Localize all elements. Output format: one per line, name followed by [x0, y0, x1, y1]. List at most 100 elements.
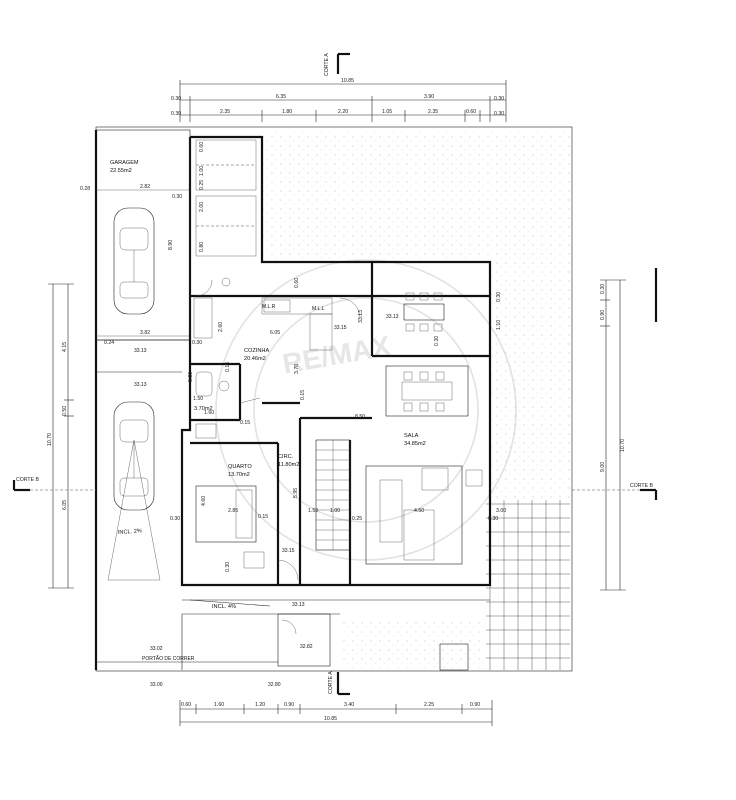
car-icon — [113, 401, 155, 511]
room-area: 22.55m2 — [110, 168, 132, 174]
level-mark: 33.15 — [334, 325, 347, 331]
storage-shelves — [195, 139, 257, 257]
dim-label: 0.30 — [188, 372, 194, 382]
dim-label: 0.30 — [172, 194, 182, 200]
dim-label: 0.30 — [171, 111, 181, 117]
dimension-top: 10.85 0.30 6.35 3.90 0.30 0.30 2.35 1.80… — [171, 78, 507, 122]
dim-label: 2.35 — [220, 109, 230, 115]
garden-area — [262, 130, 570, 262]
staircase — [315, 439, 351, 551]
washbasin-icon — [218, 380, 230, 392]
wc-fixtures — [195, 371, 230, 439]
dim-label: 0.30 — [170, 516, 180, 522]
slope-label: INCL. 2% — [118, 528, 142, 536]
section-marker-b: CORTE B — [12, 477, 96, 492]
dim-label: 0.90 — [470, 702, 480, 708]
dim-label: 9.00 — [600, 462, 606, 472]
dim-label: 0.30 — [434, 336, 440, 346]
room-labels: GARAGEM 22.55m2 COZINHA 20.46m2 SALA 34.… — [110, 160, 426, 478]
section-label: CORTE A — [328, 671, 334, 694]
room-name: SALA — [404, 433, 419, 439]
level-mark: 32.82 — [300, 644, 313, 650]
dim-label: 0.80 — [199, 242, 205, 252]
garage — [94, 129, 191, 670]
level-mark: 32.80 — [268, 682, 281, 688]
dim-label: 0.30 — [171, 96, 181, 102]
dining-table — [385, 365, 469, 417]
fireplace-icon — [465, 469, 483, 487]
garden-side — [490, 262, 570, 498]
level-mark: 33.02 — [150, 646, 163, 652]
dim-label: 2.20 — [338, 109, 348, 115]
dim-label: 0.60 — [466, 109, 476, 115]
dim-label: 0.15 — [240, 420, 250, 426]
dim-label: 0.60 — [181, 702, 191, 708]
dim-label: 2.85 — [228, 508, 238, 514]
level-mark: 33.13 — [292, 602, 305, 608]
dim-label: 4.60 — [201, 496, 207, 506]
dim-label: 1.00 — [199, 166, 205, 176]
dimension-left: 4.15 0.50 6.05 10.70 — [47, 283, 74, 589]
room-name: QUARTO — [228, 464, 252, 470]
dim-label: 0.30 — [192, 340, 202, 346]
dim-label: 0.15 — [300, 390, 306, 400]
dim-label: 3.40 — [344, 702, 354, 708]
section-marker-b: CORTE B — [572, 268, 658, 500]
section-label: CORTE A — [324, 53, 330, 76]
dim-label: 6.35 — [276, 94, 286, 100]
dim-label: 0.90 — [600, 310, 606, 320]
dim-label: 0.60 — [199, 142, 205, 152]
shower-icon — [195, 423, 217, 439]
dim-label: 1.10 — [496, 320, 502, 330]
door-swings — [195, 279, 361, 635]
entrance-area — [96, 599, 490, 671]
dim-label: 0.30 — [488, 516, 498, 522]
room-area: 13.70m2 — [228, 472, 250, 478]
room-area: 34.85m2 — [404, 441, 426, 447]
patio-tiles — [486, 500, 570, 670]
section-label: CORTE B — [630, 483, 654, 489]
dim-label: 0.90 — [284, 702, 294, 708]
dim-label: 10.70 — [620, 439, 626, 452]
dim-label: 10.70 — [47, 433, 53, 446]
dim-label: 5.95 — [293, 488, 299, 498]
bedroom-bed — [195, 485, 265, 569]
dim-label: 6.05 — [62, 500, 68, 510]
dim-label: 0.25 — [352, 516, 362, 522]
appliance-label: M.L.R — [262, 304, 276, 310]
dim-label: 2.00 — [199, 202, 205, 212]
dim-label: 10.85 — [324, 716, 337, 722]
dim-label: 1.80 — [282, 109, 292, 115]
dim-label: 4.15 — [62, 342, 68, 352]
sink-icon — [263, 299, 291, 313]
toilet-icon — [195, 371, 213, 397]
dim-label: 0.25 — [199, 180, 205, 190]
dim-label: 1.50 — [193, 396, 203, 402]
room-area: 3.70m2 — [194, 406, 213, 412]
dim-label: 10.85 — [341, 78, 354, 84]
dim-label: 33.13 — [358, 310, 364, 323]
dim-label: 0.60 — [294, 278, 300, 288]
misc-labels: INCL. 2% INCL. 4% PORTÃO DE CORRER M.L.R… — [118, 304, 325, 662]
room-area: 11.80m2 — [278, 462, 299, 468]
dim-label: 0.30 — [494, 111, 504, 117]
kitchen-counters — [193, 277, 333, 404]
dim-label: 6.05 — [270, 330, 280, 336]
room-name: GARAGEM — [110, 160, 139, 166]
car-icon — [113, 207, 155, 315]
dim-label: 2.35 — [428, 109, 438, 115]
slope-label: INCL. 4% — [212, 604, 236, 610]
dim-label: 0.30 — [600, 284, 606, 294]
dim-label: 8.50 — [355, 414, 365, 420]
section-label: CORTE B — [16, 477, 40, 483]
dim-label: 0.30 — [494, 96, 504, 102]
section-marker-a: CORTE A — [324, 53, 350, 76]
level-mark: 33.00 — [150, 682, 163, 688]
room-area: 20.46m2 — [244, 356, 266, 362]
room-name: CIRC. — [278, 454, 294, 460]
dim-label: 3.90 — [424, 94, 434, 100]
dim-label: 1.50 — [308, 508, 318, 514]
dim-label: 1.05 — [382, 109, 392, 115]
inner-dimensions: 2.82 3.82 0.28 0.30 0.24 0.30 8.90 0.60 … — [80, 142, 506, 572]
